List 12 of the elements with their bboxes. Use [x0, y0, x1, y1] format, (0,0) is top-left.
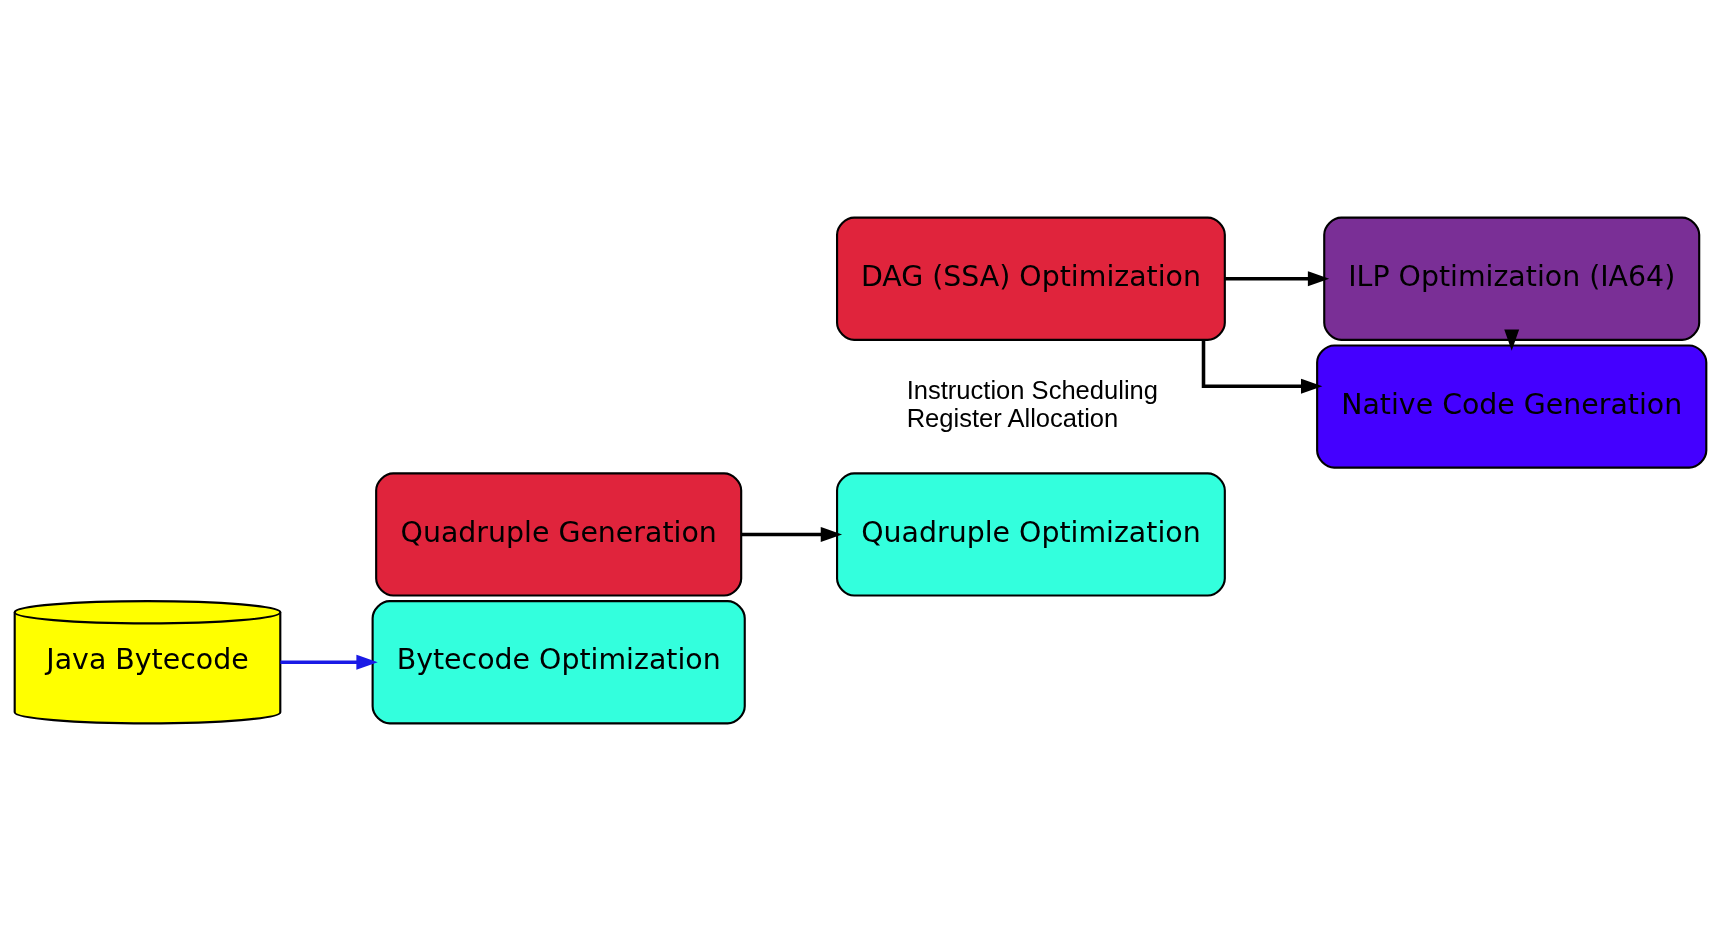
node-box: Quadruple Generation [375, 472, 743, 597]
arrow [1504, 329, 1520, 351]
node-label: Instruction Scheduling [906, 375, 1159, 404]
node-box: Quadruple Optimization [836, 472, 1226, 597]
arrow [280, 654, 378, 670]
arrow [1225, 271, 1330, 287]
node-label: Register Allocation [906, 404, 1119, 433]
node-box: DAG (SSA) Optimization [836, 216, 1226, 341]
arrow [1201, 340, 1323, 394]
node-box: Bytecode Optimization [371, 600, 746, 725]
arrow [741, 526, 843, 542]
node-box: Native Code Generation [1316, 344, 1708, 469]
